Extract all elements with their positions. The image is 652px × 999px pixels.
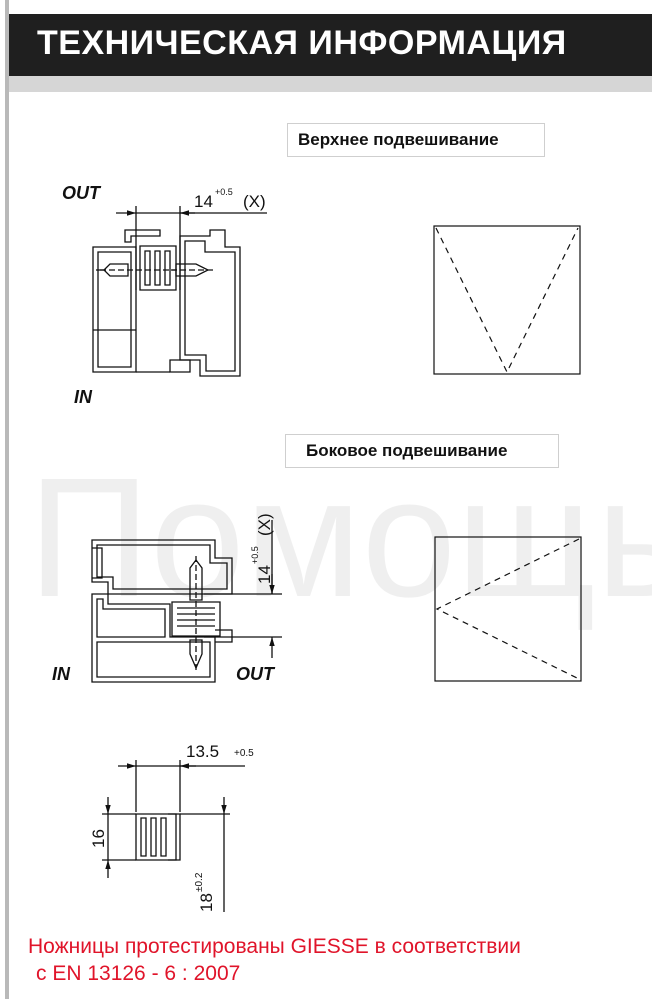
header-divider xyxy=(9,76,652,92)
side-hanging-schematic xyxy=(434,536,582,682)
label-in-side: IN xyxy=(52,664,71,684)
page-title: ТЕХНИЧЕСКАЯ ИНФОРМАЦИЯ xyxy=(37,24,567,62)
sash-rect-side xyxy=(434,536,582,682)
opening-v-lines xyxy=(435,227,579,374)
dim-side-tolerance: +0.5 xyxy=(250,546,260,564)
footer-note-line2: с EN 13126 - 6 : 2007 xyxy=(36,962,241,985)
header-bar: ТЕХНИЧЕСКАЯ ИНФОРМАЦИЯ xyxy=(9,14,652,76)
dim-18-tolerance: ±0.2 xyxy=(194,872,205,892)
top-hanging-profile: OUT IN 14 +0.5 (X) xyxy=(62,183,267,407)
dim-side-suffix: (X) xyxy=(255,513,274,536)
footer-note-line1: Ножницы протестированы GIESSE в соответс… xyxy=(28,935,521,958)
section-title-side-hanging: Боковое подвешивание xyxy=(285,434,559,468)
dim-hinge-tolerance: +0.5 xyxy=(234,748,254,759)
dim-top-suffix: (X) xyxy=(243,192,266,211)
side-hanging-profile: IN OUT 14 +0.5 (X) xyxy=(52,513,282,684)
hinge-detail: 13.5 +0.5 16 18 ±0.2 xyxy=(89,742,254,912)
label-in-top: IN xyxy=(74,387,93,407)
sash-rect-top xyxy=(433,225,581,375)
top-hanging-schematic xyxy=(433,225,581,375)
left-border xyxy=(5,0,9,999)
section-title-top-hanging: Верхнее подвешивание xyxy=(287,123,545,157)
dim-top-tolerance: +0.5 xyxy=(215,187,233,197)
label-out-side: OUT xyxy=(236,664,276,684)
dim-16-value: 16 xyxy=(89,829,108,848)
dim-18-value: 18 xyxy=(197,893,216,912)
label-out-top: OUT xyxy=(62,183,102,203)
opening-side-lines xyxy=(435,538,580,680)
dim-hinge-value: 13.5 xyxy=(186,742,219,761)
dim-top-value: 14 xyxy=(194,192,213,211)
dim-side-value: 14 xyxy=(255,565,274,584)
